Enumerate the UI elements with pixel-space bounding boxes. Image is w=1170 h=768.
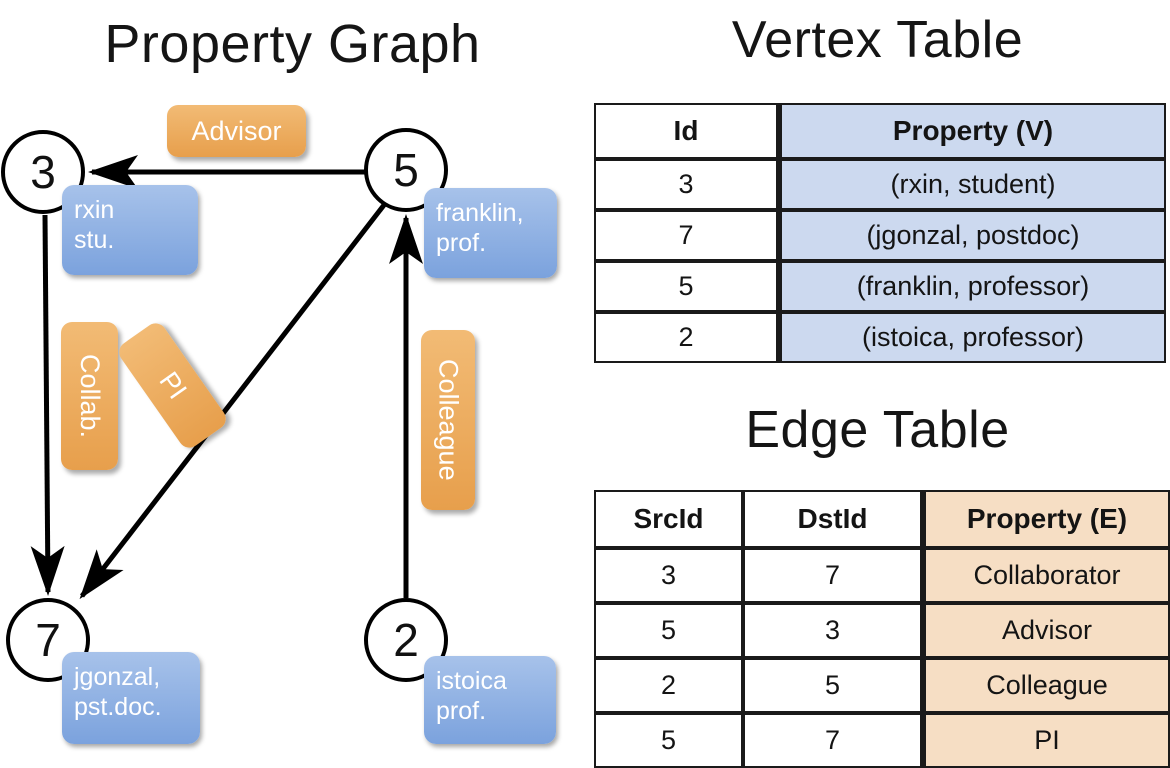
edge-table-header-property: Property (E) — [922, 490, 1170, 548]
table-row[interactable]: 3 (rxin, student) — [594, 159, 1166, 210]
edge-label-colleague: Colleague — [421, 330, 475, 510]
edge-row-2-property: Colleague — [922, 658, 1170, 713]
table-row[interactable]: 5 7 PI — [594, 713, 1170, 768]
edge-line-3-7 — [30, 214, 65, 596]
edge-table-header-row: SrcId DstId Property (E) — [594, 490, 1170, 548]
edge-row-1-property: Advisor — [922, 603, 1170, 658]
node-7-property-line-2: pst.doc. — [74, 693, 162, 721]
edge-row-2-dst: 5 — [743, 658, 922, 713]
vertex-row-2-property: (franklin, professor) — [778, 261, 1166, 312]
edge-row-0-property: Collaborator — [922, 548, 1170, 603]
page-title-edge-table: Edge Table — [745, 401, 1010, 459]
edge-row-0-src: 3 — [594, 548, 743, 603]
vertex-row-1-property: (jgonzal, postdoc) — [778, 210, 1166, 261]
node-2-property-line-1: istoica — [436, 667, 507, 695]
node-5-circle[interactable]: 5 — [364, 128, 448, 212]
edge-row-3-dst: 7 — [743, 713, 922, 768]
edge-label-colleague-text: Colleague — [433, 359, 464, 481]
edge-row-2-src: 2 — [594, 658, 743, 713]
table-row[interactable]: 7 (jgonzal, postdoc) — [594, 210, 1166, 261]
node-2-property-line-2: prof. — [436, 697, 487, 725]
node-3-property-line-1: rxin — [74, 196, 115, 224]
node-2-property-box: istoica prof. — [424, 656, 556, 744]
property-graph-diagram: 3 5 7 2 rxin stu. franklin, prof. jgonza… — [0, 0, 585, 760]
edge-label-advisor: Advisor — [167, 105, 306, 157]
node-3-property-box: rxin stu. — [62, 185, 198, 275]
vertex-row-3-property: (istoica, professor) — [778, 312, 1166, 363]
node-3-property-line-2: stu. — [74, 226, 115, 254]
vertex-table-header-row: Id Property (V) — [594, 103, 1166, 159]
vertex-table: Id Property (V) 3 (rxin, student) 7 (jgo… — [594, 103, 1166, 363]
edge-table: SrcId DstId Property (E) 3 7 Collaborato… — [594, 490, 1170, 768]
vertex-row-3-id: 2 — [594, 312, 778, 363]
edge-label-collab-text: Collab. — [75, 353, 105, 439]
vertex-table-header-property: Property (V) — [778, 103, 1166, 159]
page-title-property-graph: Property Graph — [104, 14, 481, 74]
node-5-property-line-2: prof. — [436, 229, 487, 257]
edge-table-header-dstid: DstId — [743, 490, 922, 548]
node-7-property-box: jgonzal, pst.doc. — [62, 652, 200, 744]
edge-row-0-dst: 7 — [743, 548, 922, 603]
table-row[interactable]: 2 (istoica, professor) — [594, 312, 1166, 363]
node-5-property-line-1: franklin, — [436, 199, 524, 227]
edge-row-1-dst: 3 — [743, 603, 922, 658]
edge-label-pi-text: PI — [153, 366, 193, 405]
vertex-row-1-id: 7 — [594, 210, 778, 261]
table-row[interactable]: 3 7 Collaborator — [594, 548, 1170, 603]
edge-table-header-srcid: SrcId — [594, 490, 743, 548]
node-2-circle[interactable]: 2 — [364, 598, 448, 682]
table-row[interactable]: 5 3 Advisor — [594, 603, 1170, 658]
graph-edges-svg — [30, 155, 423, 600]
node-5-property-box: franklin, prof. — [424, 188, 557, 278]
node-7-property-line-1: jgonzal, — [74, 663, 161, 691]
vertex-row-0-id: 3 — [594, 159, 778, 210]
vertex-row-0-property: (rxin, student) — [778, 159, 1166, 210]
vertex-row-2-id: 5 — [594, 261, 778, 312]
table-row[interactable]: 2 5 Colleague — [594, 658, 1170, 713]
page-title-vertex-table: Vertex Table — [731, 11, 1024, 69]
edge-label-collab: Collab. — [61, 322, 118, 470]
table-row[interactable]: 5 (franklin, professor) — [594, 261, 1166, 312]
edge-line-5-7 — [79, 203, 386, 600]
edge-row-1-src: 5 — [594, 603, 743, 658]
vertex-table-header-id: Id — [594, 103, 778, 159]
edge-row-3-src: 5 — [594, 713, 743, 768]
